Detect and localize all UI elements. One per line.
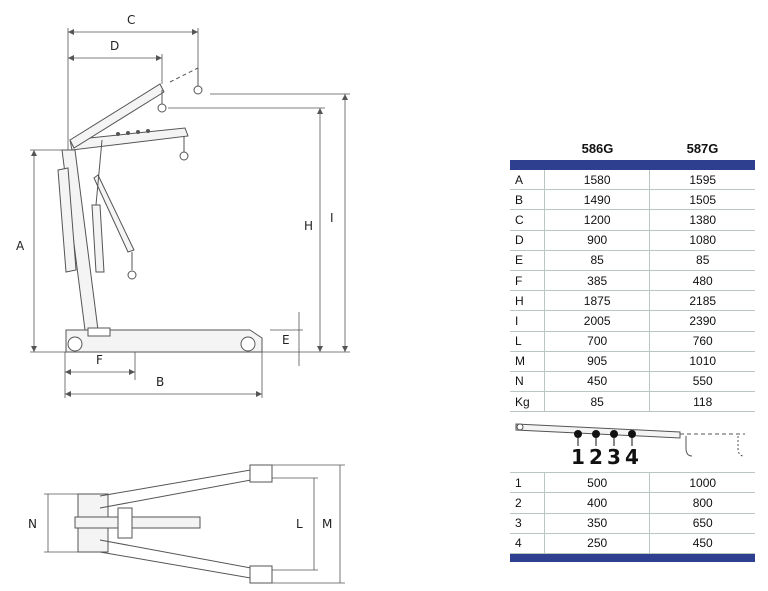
table-header: 586G 587G — [510, 136, 755, 160]
cell-587g: 85 — [696, 253, 710, 268]
boom-diagram: 1 2 3 4 — [510, 412, 755, 472]
capacity-587g: 1000 — [689, 475, 717, 490]
cell-587g: 118 — [693, 394, 713, 409]
row-label: A — [510, 170, 545, 190]
dim-label-m: M — [322, 517, 332, 531]
row-label: B — [510, 190, 545, 210]
cell-587g: 2185 — [689, 293, 717, 308]
row-label: M — [510, 351, 545, 371]
row-label: C — [510, 210, 545, 230]
cell-586g: 1875 — [545, 291, 651, 311]
cell-586g: 905 — [545, 351, 651, 371]
row-label: F — [510, 270, 545, 291]
cell-587g: 1010 — [689, 354, 717, 369]
top-view — [44, 464, 345, 584]
cell-586g: 900 — [545, 230, 651, 250]
cell-586g: 85 — [545, 392, 651, 412]
cell-586g: 385 — [545, 270, 651, 291]
header-586g: 586G — [581, 140, 614, 156]
capacity-586g: 350 — [545, 513, 651, 533]
capacity-586g: 250 — [545, 533, 651, 553]
cell-587g: 760 — [692, 334, 713, 349]
dim-label-e: E — [282, 333, 290, 347]
cell-586g: 700 — [545, 331, 651, 351]
folded-leg — [57, 167, 77, 273]
row-label: D — [510, 230, 545, 250]
base-beam — [65, 329, 263, 353]
header-587g: 587G — [686, 140, 719, 156]
capacity-586g: 400 — [545, 493, 651, 513]
capacity-position: 1 — [510, 473, 545, 493]
mast — [61, 149, 111, 337]
cell-586g: 1580 — [545, 170, 651, 190]
cell-586g: 1200 — [545, 210, 651, 230]
row-label: I — [510, 311, 545, 331]
dim-label-n: N — [28, 517, 37, 531]
hydraulic-ram — [91, 139, 105, 273]
capacity-587g: 450 — [692, 536, 713, 551]
row-label: N — [510, 371, 545, 392]
row-label: H — [510, 291, 545, 311]
capacity-position: 3 — [510, 513, 545, 533]
boom-position-1: 1 — [571, 445, 585, 469]
capacity-position: 4 — [510, 533, 545, 553]
dim-label-i: I — [330, 211, 334, 225]
row-label: Kg — [510, 392, 545, 412]
footer-bar — [510, 554, 755, 562]
capacity-587g: 800 — [692, 496, 713, 511]
hook-extended-icon — [737, 436, 745, 457]
dim-label-l: L — [296, 517, 303, 531]
cell-586g: 85 — [545, 250, 651, 270]
cell-587g: 1505 — [689, 192, 717, 207]
boom-raised — [69, 67, 203, 149]
dim-label-a: A — [16, 239, 25, 253]
boom-lowered — [93, 174, 137, 280]
dim-label-f: F — [96, 353, 103, 367]
boom-horizontal — [69, 127, 189, 161]
boom-position-3: 3 — [607, 445, 621, 469]
cell-587g: 1080 — [689, 233, 717, 248]
header-bar — [510, 160, 755, 170]
cell-586g: 1490 — [545, 190, 651, 210]
boom-position-2: 2 — [589, 445, 603, 469]
dim-label-h: H — [304, 219, 313, 233]
cell-586g: 2005 — [545, 311, 651, 331]
crane-drawing: C D A H I E F B N L M — [16, 13, 350, 584]
dim-label-c: C — [127, 13, 135, 27]
dim-label-d: D — [110, 39, 119, 53]
capacity-position: 2 — [510, 493, 545, 513]
cell-587g: 1380 — [689, 212, 717, 227]
hook-icon — [685, 436, 693, 457]
cell-587g: 550 — [692, 374, 713, 389]
capacity-587g: 650 — [692, 516, 713, 531]
cell-587g: 480 — [692, 273, 713, 288]
boom-position-4: 4 — [625, 445, 639, 469]
cell-587g: 2390 — [689, 313, 717, 328]
dim-label-b: B — [156, 375, 164, 389]
cell-586g: 450 — [545, 371, 651, 392]
cell-587g: 1595 — [689, 172, 717, 187]
capacity-586g: 500 — [545, 473, 651, 493]
row-label: L — [510, 331, 545, 351]
row-label: E — [510, 250, 545, 270]
